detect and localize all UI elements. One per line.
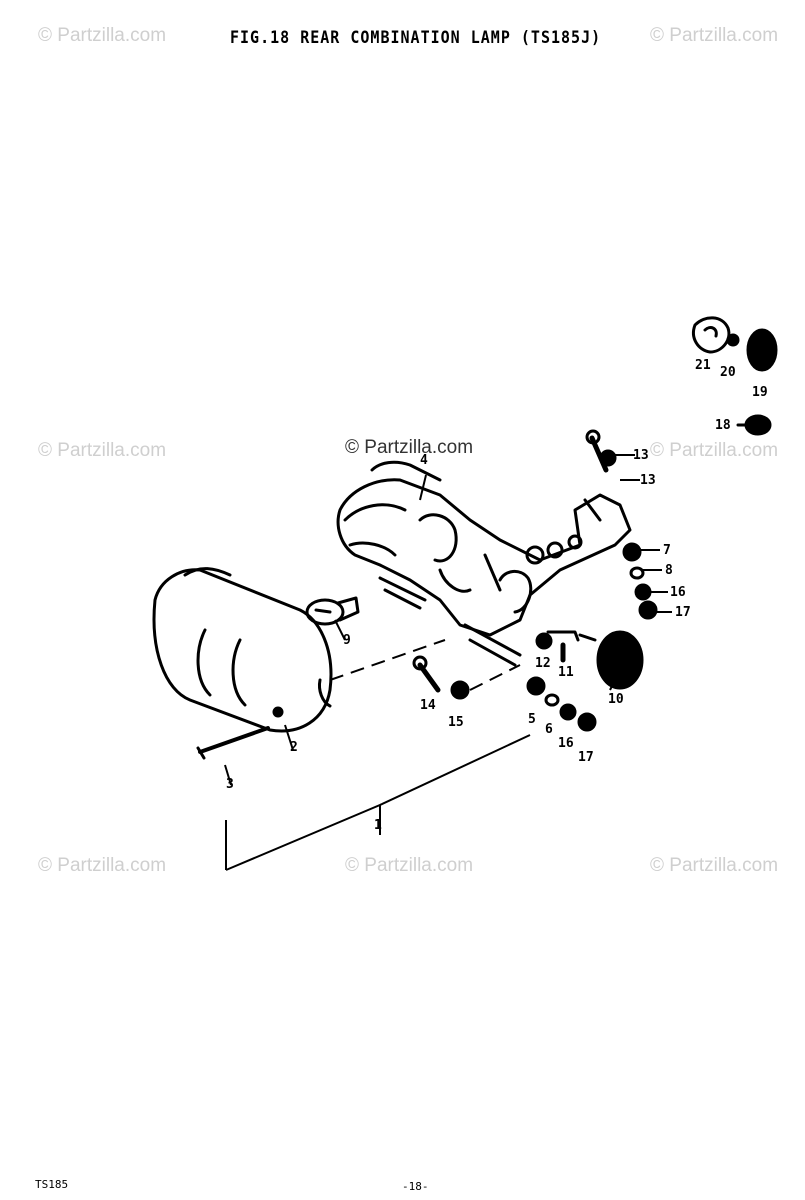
watermark: © Partzilla.com	[650, 25, 779, 46]
callout-16: 16	[670, 585, 686, 600]
callout-4: 4	[420, 453, 428, 468]
callout-12: 12	[535, 656, 551, 671]
watermark: © Partzilla.com	[345, 855, 474, 876]
watermark: © Partzilla.com	[345, 437, 474, 458]
callout-10: 10	[608, 692, 624, 707]
callout-5: 5	[528, 712, 536, 727]
lamp-housing-drawing	[336, 460, 632, 667]
footer-model: TS185	[35, 1178, 69, 1191]
callout-7: 7	[663, 543, 671, 558]
watermark: © Partzilla.com	[650, 440, 779, 461]
screw-3-drawing	[198, 726, 270, 754]
callout-11: 11	[558, 665, 574, 680]
grommet-10-drawing	[578, 630, 644, 690]
callout-8: 8	[665, 563, 673, 578]
callout-13: 13	[640, 473, 656, 488]
watermark: © Partzilla.com	[650, 855, 779, 876]
callout-14: 14	[420, 698, 436, 713]
callout-19: 19	[752, 385, 768, 400]
callout-13: 13	[633, 448, 649, 463]
callout-1: 1	[374, 818, 382, 833]
bulb-drawing	[305, 596, 360, 626]
callout-2: 2	[290, 740, 298, 755]
callout-20: 20	[720, 365, 736, 380]
footer-page-number: -18-	[402, 1180, 429, 1193]
watermark: © Partzilla.com	[38, 440, 167, 461]
callout-18: 18	[715, 418, 731, 433]
lamp-lens-drawing	[152, 567, 333, 733]
callout-9: 9	[343, 633, 351, 648]
callout-21: 21	[695, 358, 711, 373]
bracket-21-drawing	[692, 316, 731, 354]
watermark: © Partzilla.com	[38, 855, 167, 876]
callout-3: 3	[226, 777, 234, 792]
page-title: FIG.18 REAR COMBINATION LAMP (TS185J)	[230, 26, 602, 48]
callout-17: 17	[578, 750, 594, 765]
callout-15: 15	[448, 715, 464, 730]
callout-6: 6	[545, 722, 553, 737]
watermark: © Partzilla.com	[38, 25, 167, 46]
callout-16: 16	[558, 736, 574, 751]
guide-line	[329, 639, 446, 681]
callout-17: 17	[675, 605, 691, 620]
